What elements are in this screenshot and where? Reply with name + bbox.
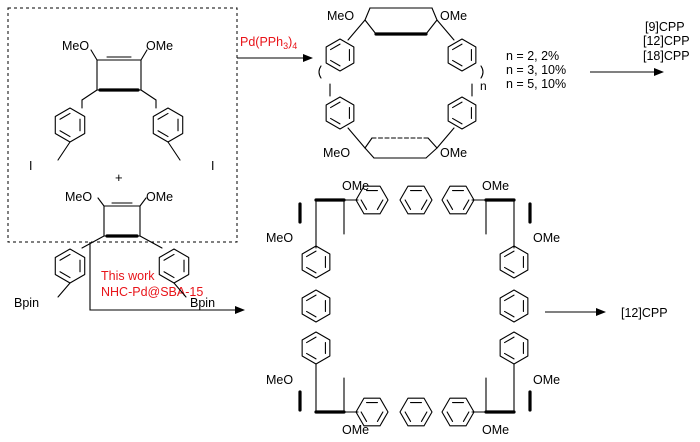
benzene-ring: [325, 38, 355, 72]
benzene-ring: [301, 331, 331, 365]
benzene-ring: [158, 248, 190, 284]
benzene-ring: [355, 397, 389, 427]
r2-bpin-right: Bpin: [190, 296, 215, 310]
diiodo-reactant: [81, 49, 157, 101]
bmac-meo-left: MeO: [266, 231, 293, 245]
mac-meo-top: MeO: [327, 9, 354, 23]
plus-sign: +: [115, 170, 123, 185]
r2-meo-label: MeO: [65, 190, 92, 204]
yield-line: n = 3, 10%: [506, 63, 566, 77]
bmac-ome-right: OMe: [533, 231, 560, 245]
mac-ome-bottom: OMe: [440, 146, 467, 160]
bmac-ome-top-right: OMe: [482, 179, 509, 193]
benzene-ring: [152, 107, 184, 143]
macrocycle-intermediate: [318, 7, 484, 159]
top-product: [9]CPP: [645, 20, 685, 34]
bottom-reaction-arrow: [89, 242, 245, 314]
bmac-ome-right-low: OMe: [533, 373, 560, 387]
single-bond: [173, 282, 187, 298]
benzene-ring: [325, 96, 355, 130]
diboronate-reactant: [81, 197, 163, 249]
benzene-ring: [54, 248, 86, 284]
bmac-ome-bottom-left: OMe: [342, 423, 369, 437]
bmac-ome-bottom-right: OMe: [482, 423, 509, 437]
r1-meo-label: MeO: [62, 39, 89, 53]
reactant-box: [7, 7, 238, 243]
benzene-ring: [499, 289, 529, 323]
benzene-ring: [441, 397, 475, 427]
bottom-product: [12]CPP: [621, 306, 668, 320]
this-work-label: This work: [101, 269, 155, 283]
benzene-ring: [499, 331, 529, 365]
single-bond: [167, 141, 181, 161]
benzene-ring: [499, 245, 529, 279]
r2-bpin-left: Bpin: [14, 296, 39, 310]
benzene-ring: [447, 38, 477, 72]
benzene-ring: [447, 96, 477, 130]
r2-ome-label: OMe: [146, 190, 173, 204]
repeat-unit-n: n: [480, 79, 487, 93]
benzene-ring: [54, 107, 86, 143]
yield-line: n = 5, 10%: [506, 77, 566, 91]
catalyst-label: Pd(PPh3)4: [240, 35, 297, 51]
benzene-ring: [399, 397, 433, 427]
benzene-ring: [441, 185, 475, 215]
top-product: [18]CPP: [643, 49, 690, 63]
single-bond: [57, 141, 71, 161]
catalyst-nhc-label: NHC-Pd@SBA-15: [101, 285, 203, 299]
benzene-ring: [399, 185, 433, 215]
r1-iodo-right: I: [211, 159, 214, 173]
top-product: [12]CPP: [643, 34, 690, 48]
yield-line: n = 2, 2%: [506, 49, 559, 63]
bottom-macrocycle: [298, 198, 532, 414]
benzene-ring: [301, 289, 331, 323]
bmac-meo-left-low: MeO: [266, 373, 293, 387]
benzene-ring: [355, 185, 389, 215]
single-bond: [57, 282, 71, 298]
mac-ome-top: OMe: [440, 9, 467, 23]
r1-ome-label: OMe: [146, 39, 173, 53]
benzene-ring: [301, 245, 331, 279]
mac-meo-bottom: MeO: [323, 146, 350, 160]
r1-iodo-left: I: [29, 159, 32, 173]
